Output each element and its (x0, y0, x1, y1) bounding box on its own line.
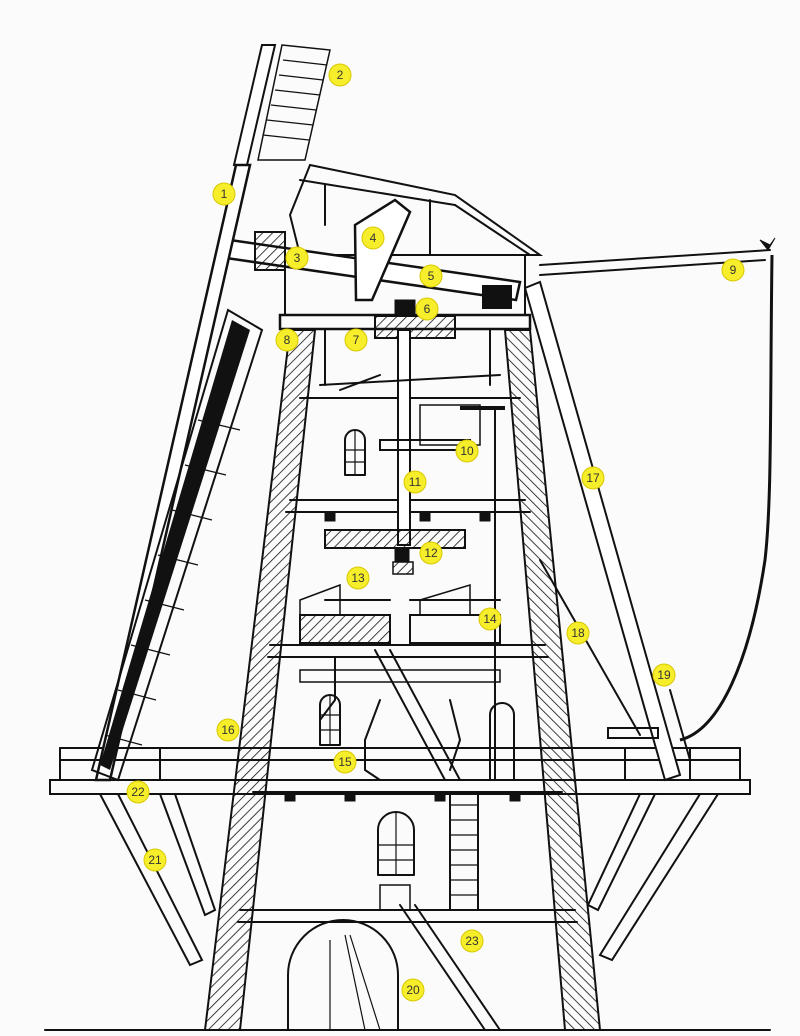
window-meal-floor (319, 694, 341, 746)
callout-7: 7 (344, 328, 368, 352)
tail-bearing (482, 285, 512, 309)
callout-10: 10 (455, 439, 479, 463)
stair-ground (449, 791, 479, 911)
millstones (299, 583, 501, 644)
sail-lower (90, 308, 264, 782)
brake-wheel (353, 198, 412, 302)
callout-14: 14 (478, 607, 502, 631)
callout-20-label: 20 (406, 983, 420, 997)
gallery-struts (98, 793, 720, 967)
callout-14-label: 14 (483, 612, 497, 626)
tower-wall-right (503, 329, 602, 1031)
callout-10-label: 10 (460, 444, 474, 458)
entrance-arch (287, 919, 399, 1031)
window-upper (344, 429, 366, 476)
callout-17: 17 (581, 466, 605, 490)
door-meal-floor (489, 702, 515, 781)
callout-15-label: 15 (338, 755, 352, 769)
callout-6-label: 6 (424, 302, 431, 316)
wallower (374, 315, 456, 339)
callout-23-label: 23 (465, 934, 479, 948)
callout-9-label: 9 (730, 263, 737, 277)
callout-1: 1 (212, 182, 236, 206)
winch (607, 689, 691, 761)
tail-strut (539, 249, 771, 266)
callout-15: 15 (333, 750, 357, 774)
callout-3: 3 (285, 246, 309, 270)
callout-17-label: 17 (586, 471, 600, 485)
callout-12: 12 (419, 541, 443, 565)
brake-rope (679, 254, 774, 742)
stock-shaft (94, 163, 252, 782)
callout-22-label: 22 (131, 785, 145, 799)
callout-19-label: 19 (657, 668, 671, 682)
callout-3-label: 3 (294, 251, 301, 265)
callout-16: 16 (216, 718, 240, 742)
callout-11-label: 11 (409, 475, 422, 489)
window-ground-floor (377, 811, 415, 876)
callout-6: 6 (415, 297, 439, 321)
callout-8: 8 (275, 328, 299, 352)
callout-19: 19 (652, 663, 676, 687)
callout-21-label: 21 (148, 853, 162, 867)
callout-2: 2 (328, 63, 352, 87)
callout-4: 4 (361, 226, 385, 250)
windshaft-head (254, 231, 286, 271)
callout-1-label: 1 (221, 187, 228, 201)
callout-5: 5 (419, 264, 443, 288)
stair-basement (379, 884, 501, 1031)
stone-nut (392, 561, 414, 575)
callout-8-label: 8 (284, 333, 291, 347)
callout-2-label: 2 (337, 68, 344, 82)
tower-wall-left (203, 329, 317, 1031)
tail-pole (523, 280, 682, 782)
gallery-stage (49, 747, 751, 795)
callout-18: 18 (566, 621, 590, 645)
tail-brace (539, 559, 641, 736)
callout-23: 23 (460, 929, 484, 953)
main-upright-shaft (397, 329, 411, 546)
callout-11: 11 (403, 470, 427, 494)
callout-13: 13 (346, 566, 370, 590)
callout-21: 21 (143, 848, 167, 872)
callout-12-label: 12 (424, 546, 438, 560)
callout-4-label: 4 (370, 231, 377, 245)
great-spur-wheel (324, 529, 466, 549)
callout-16-label: 16 (221, 723, 235, 737)
meal-spouts (299, 656, 501, 781)
sail-upper (232, 44, 331, 166)
callout-13-label: 13 (351, 571, 365, 585)
callout-9: 9 (721, 258, 745, 282)
callout-18-label: 18 (571, 626, 585, 640)
callout-5-label: 5 (428, 269, 435, 283)
internal-ladder (374, 649, 461, 781)
callout-20: 20 (401, 978, 425, 1002)
callout-22: 22 (126, 780, 150, 804)
callout-7-label: 7 (353, 333, 360, 347)
